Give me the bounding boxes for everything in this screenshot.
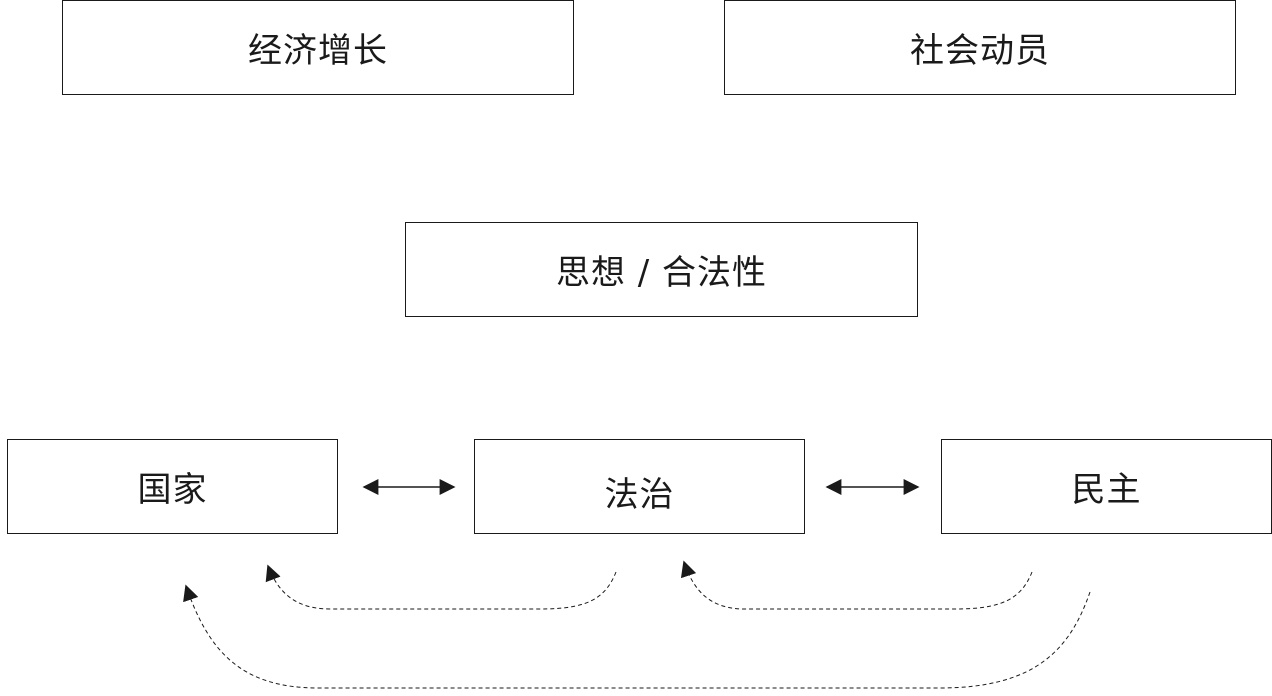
node-social-mobilization-label: 社会动员	[910, 31, 1050, 71]
node-social-mobilization: 社会动员	[724, 0, 1236, 95]
edge-rule-of-law-to-state	[265, 564, 617, 610]
node-state-label: 国家	[137, 470, 208, 510]
node-rule-of-law: 法治	[474, 439, 805, 534]
node-democracy-label: 民主	[1071, 470, 1142, 510]
node-democracy: 民主	[941, 439, 1272, 534]
node-economic-growth-label: 经济增长	[248, 31, 388, 71]
node-economic-growth: 经济增长	[62, 0, 574, 95]
node-ideas-legitimacy: 思想 / 合法性	[405, 222, 918, 317]
node-state: 国家	[7, 439, 338, 534]
edge-democracy-to-rule-of-law	[680, 560, 1033, 610]
node-rule-of-law-label: 法治	[604, 475, 675, 515]
node-ideas-legitimacy-label: 思想 / 合法性	[555, 253, 768, 293]
edge-democracy-to-state	[183, 584, 1091, 689]
